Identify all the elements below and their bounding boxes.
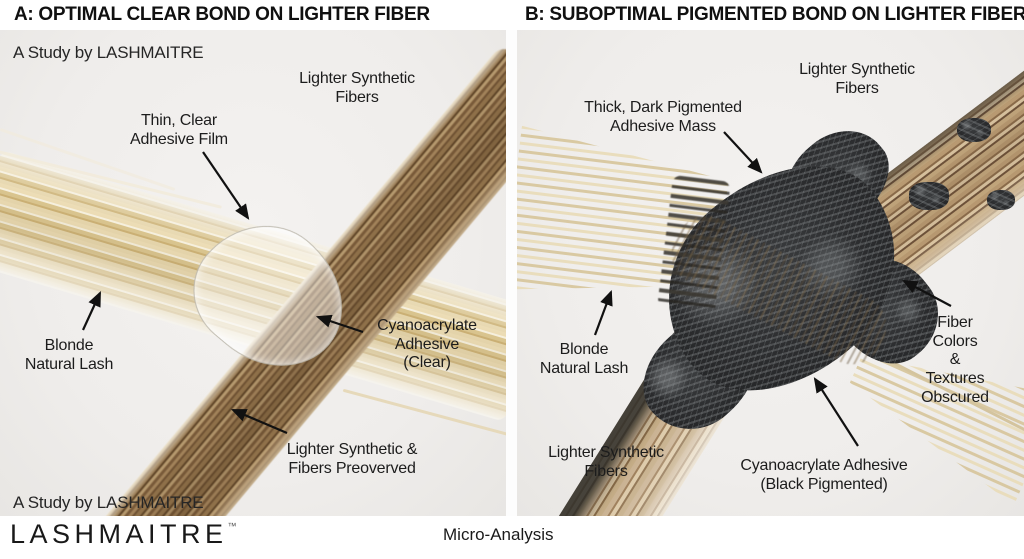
- title-bar: A: OPTIMAL CLEAR BOND ON LIGHTER FIBER B…: [0, 0, 1024, 30]
- arrow-cyanoacrylate-black: [813, 377, 859, 447]
- label-cyanoacrylate-black: Cyanoacrylate Adhesive (Black Pigmented): [740, 457, 908, 493]
- panel-a-title: A: OPTIMAL CLEAR BOND ON LIGHTER FIBER: [14, 4, 430, 25]
- arrow-adhesive-mass: [723, 131, 763, 174]
- footer-bar: LASHMAITRE™ Micro-Analysis: [0, 516, 1024, 559]
- pigment-chunk: [909, 182, 949, 210]
- arrow-adhesive-film: [202, 151, 250, 220]
- brand-logo: LASHMAITRE™: [10, 519, 237, 550]
- study-watermark-top: A Study by LASHMAITRE: [13, 43, 204, 62]
- brand-name: LASHMAITRE: [10, 519, 228, 549]
- arrow-blonde-lash: [593, 289, 613, 336]
- panel-divider: [506, 30, 517, 516]
- label-obscured: Fiber Colors & Textures Obscured: [921, 314, 989, 406]
- pigment-chunk: [987, 190, 1015, 210]
- label-blonde-lash: Blonde Natural Lash: [24, 337, 114, 373]
- panel-b-title: B: SUBOPTIMAL PIGMENTED BOND ON LIGHTER …: [525, 4, 1024, 25]
- label-synthetic-fibers-top: Lighter Synthetic Fibers: [799, 61, 915, 97]
- label-synthetic-fibers: Lighter Synthetic Fibers: [299, 70, 415, 106]
- label-synthetic-fibers-bottom: Lighter Synthetic Fibers: [548, 444, 664, 480]
- label-blonde-lash: Blonde Natural Lash: [539, 341, 629, 377]
- panel-a-photo: A Study by LASHMAITRE Lighter Synthetic …: [0, 30, 506, 516]
- label-adhesive-film: Thin, Clear Adhesive Film: [130, 112, 228, 148]
- label-cyanoacrylate-clear: Cyanoacrylate Adhesive (Clear): [377, 317, 477, 372]
- pigment-chunk: [957, 118, 991, 142]
- label-adhesive-mass: Thick, Dark Pigmented Adhesive Mass: [584, 99, 742, 135]
- trademark-symbol: ™: [227, 521, 237, 531]
- study-watermark-bottom: A Study by LASHMAITRE: [13, 493, 204, 512]
- label-fibers-preserved: Lighter Synthetic & Fibers Preoverved: [286, 441, 418, 477]
- panel-b-photo: Lighter Synthetic Fibers Thick, Dark Pig…: [517, 30, 1024, 516]
- footer-caption: Micro-Analysis: [443, 525, 554, 544]
